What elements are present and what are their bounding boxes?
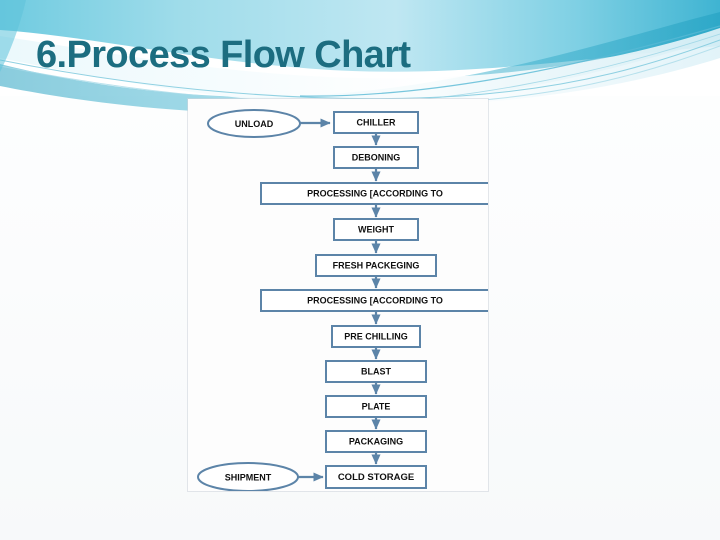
fresh-packeging-box: [315, 254, 437, 277]
node-deboning[interactable]: DEBONING: [333, 146, 419, 169]
cold-storage-box: [325, 465, 427, 489]
plate-box: [325, 395, 427, 418]
pre-chilling-box: [331, 325, 421, 348]
node-processing-2[interactable]: PROCESSING [ACCORDING TO: [260, 289, 488, 312]
process-flow-chart-image: UNLOAD CHILLER DEBONING PROCESSING [ACCO…: [188, 99, 488, 491]
node-shipment[interactable]: SHIPMENT: [197, 462, 299, 491]
weight-label: WEIGHT: [358, 224, 394, 234]
node-pre-chilling[interactable]: PRE CHILLING: [331, 325, 421, 348]
pre-chilling-label: PRE CHILLING: [344, 331, 408, 341]
chiller-box: [333, 111, 419, 134]
packaging-label: PACKAGING: [349, 436, 403, 446]
unload-ellipse: [207, 109, 301, 138]
page-title: 6.Process Flow Chart: [36, 34, 411, 76]
shipment-label: SHIPMENT: [225, 472, 272, 482]
processing-2-label: PROCESSING [ACCORDING TO: [307, 295, 443, 305]
flow-connectors: [298, 118, 381, 482]
node-weight[interactable]: WEIGHT: [333, 218, 419, 241]
processing-2-box: [260, 289, 488, 312]
deboning-box: [333, 146, 419, 169]
node-plate[interactable]: PLATE: [325, 395, 427, 418]
blast-label: BLAST: [361, 366, 391, 376]
processing-1-label: PROCESSING [ACCORDING TO: [307, 188, 443, 198]
node-packaging[interactable]: PACKAGING: [325, 430, 427, 453]
node-unload[interactable]: UNLOAD: [207, 109, 301, 138]
node-processing-1[interactable]: PROCESSING [ACCORDING TO: [260, 182, 488, 205]
processing-1-box: [260, 182, 488, 205]
unload-label: UNLOAD: [235, 119, 274, 129]
weight-box: [333, 218, 419, 241]
shipment-ellipse: [197, 462, 299, 491]
deboning-label: DEBONING: [352, 152, 401, 162]
blast-box: [325, 360, 427, 383]
packaging-box: [325, 430, 427, 453]
node-fresh-packeging[interactable]: FRESH PACKEGING: [315, 254, 437, 277]
plate-label: PLATE: [362, 401, 391, 411]
node-blast[interactable]: BLAST: [325, 360, 427, 383]
node-cold-storage[interactable]: COLD STORAGE: [325, 465, 427, 489]
cold-storage-label: COLD STORAGE: [338, 472, 414, 483]
chiller-label: CHILLER: [357, 117, 396, 127]
node-chiller[interactable]: CHILLER: [333, 111, 419, 134]
fresh-packeging-label: FRESH PACKEGING: [333, 260, 420, 270]
